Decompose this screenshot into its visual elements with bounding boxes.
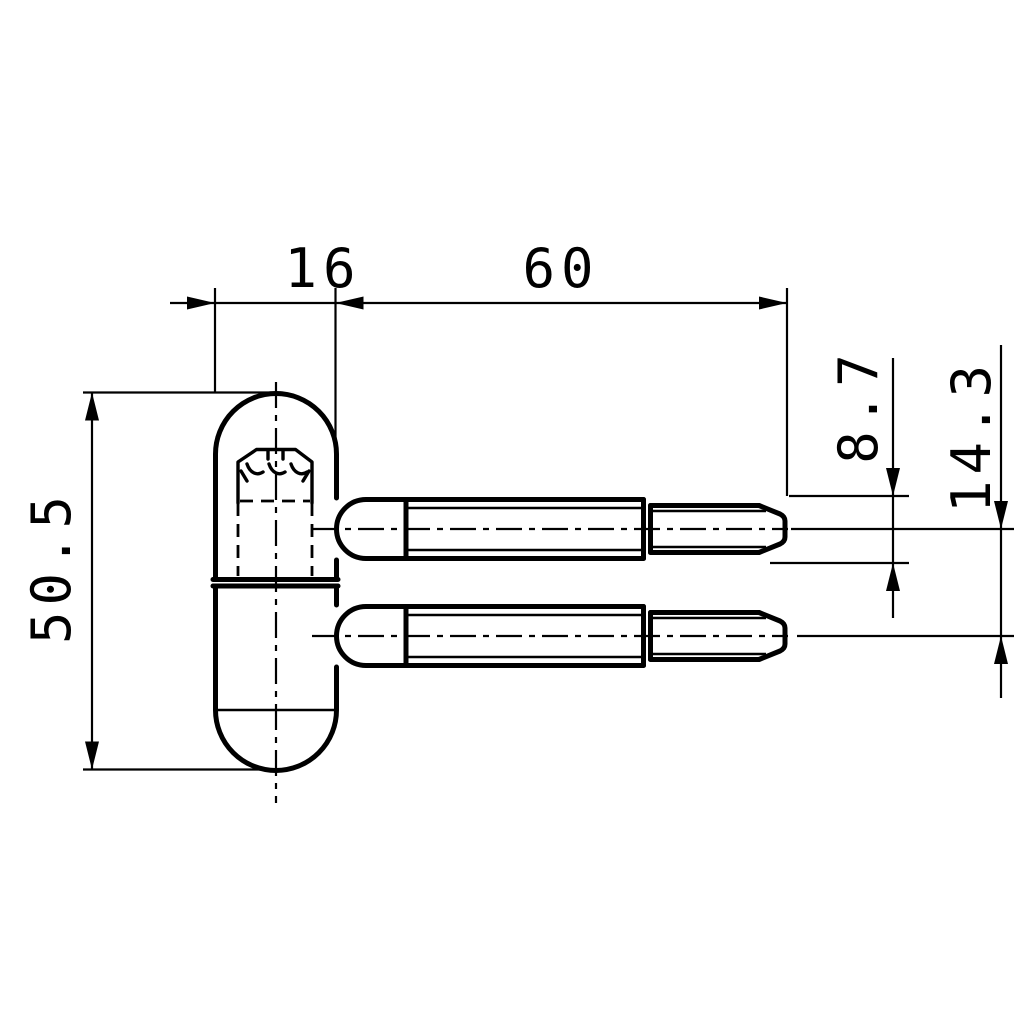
dim-60-arrow-right	[759, 296, 787, 310]
dim-87-arrow-bottom	[886, 563, 900, 591]
dimension-barrel-height: 50.5	[20, 391, 281, 771]
dim-143-arrow-top	[994, 501, 1008, 529]
bottom-pin-machine-thread-outer	[648, 610, 762, 662]
bottom-pin-wood-thread-minor	[408, 613, 642, 659]
top-pin-machine-thread-outer	[648, 503, 762, 555]
top-pin-machine-thread-minor	[652, 509, 766, 549]
thread-arc-side-ticks	[239, 469, 311, 483]
dimension-pin-center-distance: 14.3	[791, 345, 1014, 698]
top-pin-wood-thread-minor	[408, 506, 642, 552]
dim-16-60-arrow-middle	[335, 296, 364, 310]
top-pin-wood-thread-outer	[403, 497, 646, 561]
socket-notch-ticks	[266, 448, 285, 461]
dimension-barrel-width-and-pin-length: 16 60	[170, 237, 789, 496]
dim-label-pin-center-distance: 14.3	[940, 359, 1003, 513]
bottom-pin-wood-thread-outer	[403, 604, 646, 668]
dim-50-arrow-top	[85, 392, 99, 421]
dim-50-arrow-bottom	[85, 741, 99, 770]
dim-16-arrow-left	[187, 296, 215, 310]
thread-arc-marks	[245, 462, 309, 476]
hinge-internal-socket	[236, 447, 314, 576]
dim-label-pin-diameter: 8.7	[827, 348, 890, 464]
dim-label-barrel-height: 50.5	[20, 490, 83, 644]
dim-label-barrel-width: 16	[284, 237, 361, 300]
bottom-pin-machine-thread-minor	[652, 616, 766, 656]
hidden-bore-walls	[236, 503, 314, 576]
dimension-pin-diameter: 8.7	[770, 348, 909, 618]
dim-87-arrow-top	[886, 468, 900, 496]
centerlines	[274, 382, 788, 803]
dim-143-arrow-bottom	[994, 636, 1008, 664]
dim-label-pin-length: 60	[522, 237, 599, 300]
